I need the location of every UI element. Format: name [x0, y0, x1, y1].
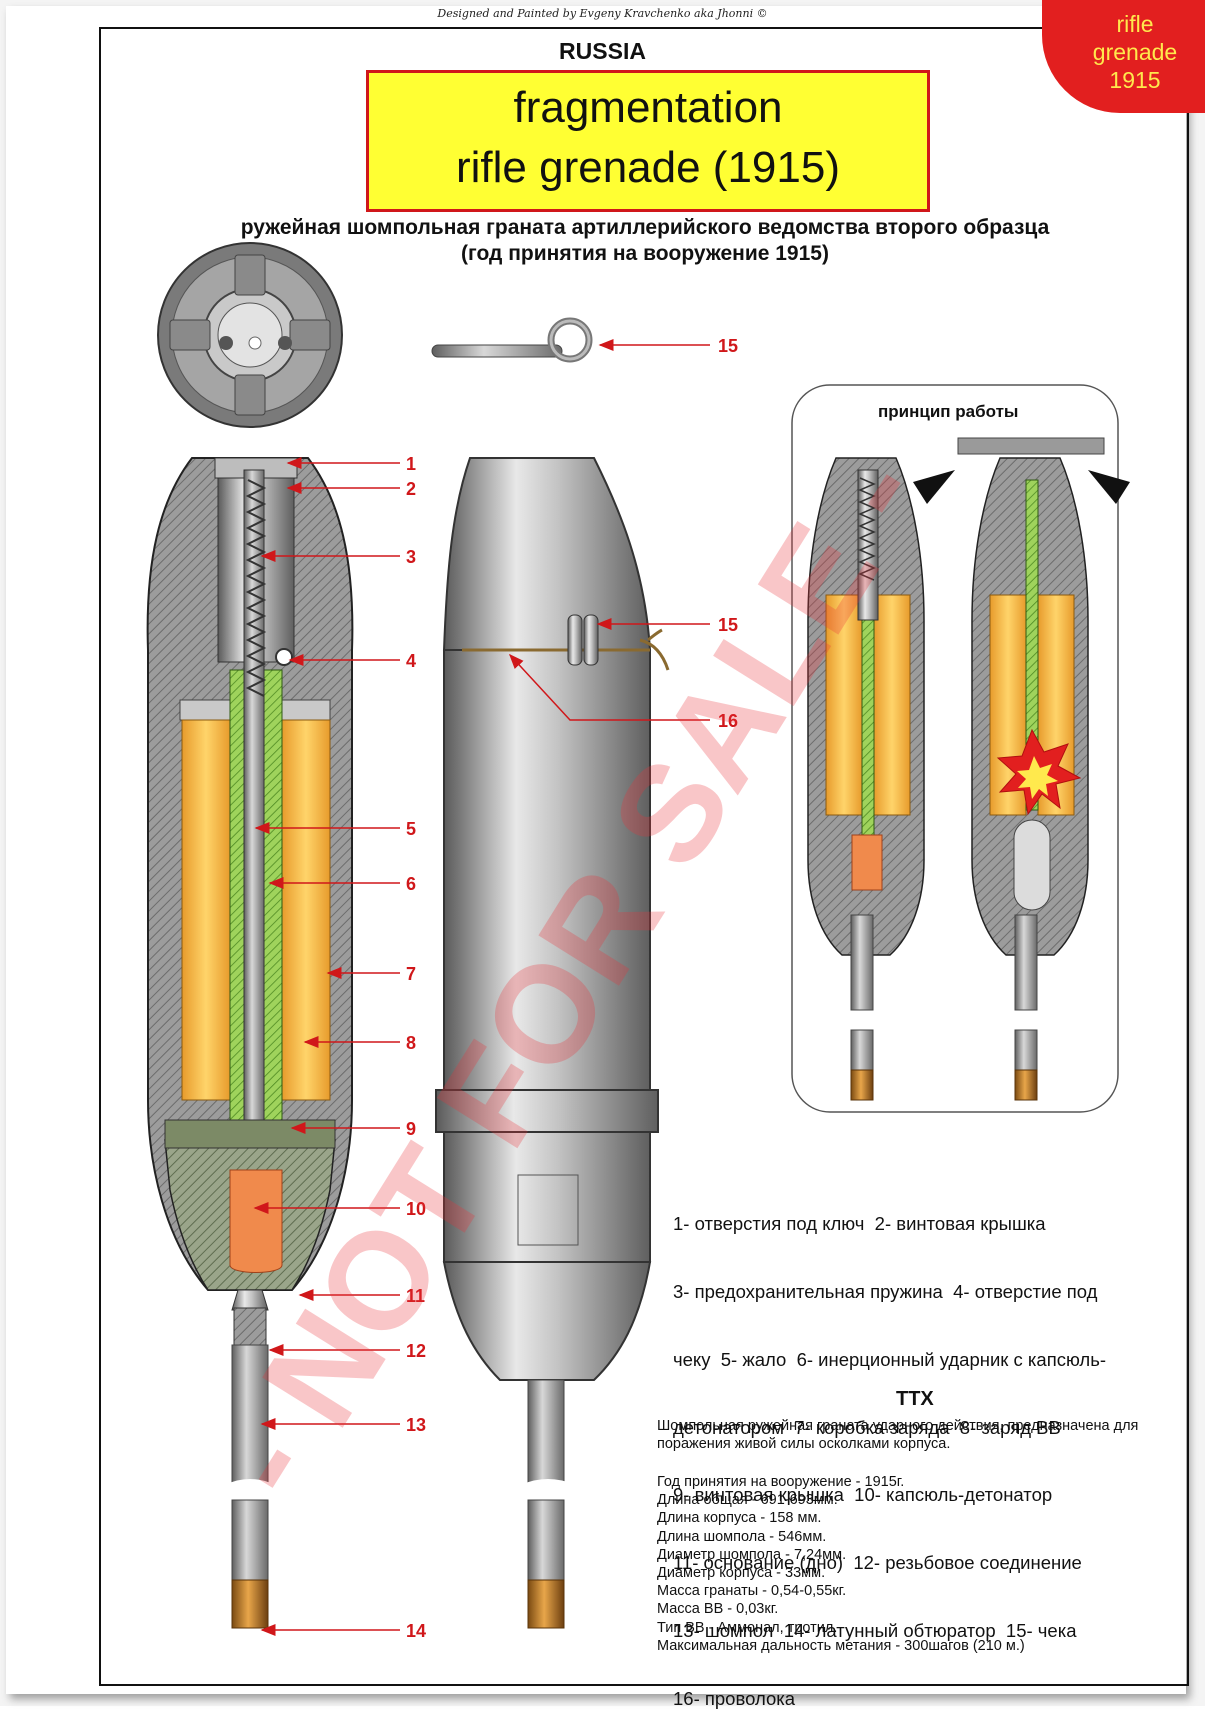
spec-item: Максимальная дальность метания - 300шаго…: [657, 1637, 1025, 1654]
callout-5: 5: [406, 819, 416, 839]
corner-badge: [1042, 0, 1205, 113]
legend-line: 3- предохранительная пружина 4- отверсти…: [673, 1280, 1098, 1302]
legend-line: детонатором 7- коробка заряда 8- заряд В…: [673, 1416, 1061, 1438]
callout-6: 6: [406, 874, 416, 894]
legend-line: 13- шомпол 14- латунный обтюратор 15- че…: [673, 1619, 1077, 1641]
callout-4: 4: [406, 651, 416, 671]
spec-item: Год принятия на вооружение - 1915г.: [657, 1474, 905, 1490]
spec-item: Тип ВВ - Аммонал, тротил.: [657, 1619, 838, 1636]
cutaway-grenade: [146, 457, 354, 1629]
principle-title: принцип работы: [878, 402, 1019, 421]
callout-13: 13: [406, 1415, 426, 1435]
callout-1: 1: [406, 454, 416, 474]
legend-line: 9- винтовая крышка 10- капсюль-детонатор: [673, 1484, 1053, 1506]
corner-badge-text: rifle grenade 1915: [1060, 10, 1205, 94]
spec-item: Масса ВВ - 0,03кг.: [657, 1601, 779, 1618]
callout-2: 2: [406, 479, 416, 499]
legend-line: 1- отверстия под ключ 2- винтовая крышка: [673, 1213, 1046, 1235]
callout-15-side: 15: [718, 615, 738, 635]
parts-legend: 1- отверстия под ключ 2- винтовая крышка…: [673, 1168, 1106, 1733]
spec-item: Диаметр корпуса - 33мм.: [657, 1565, 826, 1582]
principle-panel: [791, 384, 1130, 1113]
russian-subtitle: ружейная шомпольная граната артиллерийск…: [0, 215, 1205, 267]
title-line1: fragmentation: [513, 83, 783, 132]
corner-badge-line2: grenade: [1092, 39, 1178, 65]
specs-intro: Шомпольная ружейная граната ударного дей…: [657, 1418, 1139, 1452]
page-title: fragmentation rifle grenade (1915): [366, 78, 930, 198]
legend-line: чеку 5- жало 6- инерционный ударник с ка…: [673, 1348, 1107, 1370]
safety-pin: [431, 317, 593, 363]
title-line2: rifle grenade (1915): [455, 143, 840, 192]
legend-line: 11- основание (дно) 12- резьбовое соедин…: [673, 1552, 1082, 1574]
spec-item: Масса гранаты - 0,54-0,55кг.: [657, 1583, 847, 1600]
callout-8: 8: [406, 1033, 416, 1053]
specs-list: Год принятия на вооружение - 1915г. Длин…: [657, 1473, 1025, 1655]
callout-15-pin: 15: [718, 336, 738, 356]
callout-14: 14: [406, 1621, 426, 1641]
specs-title: ТТХ: [896, 1388, 934, 1410]
callout-numbers: 1 2 3 4 5 6 7 8 9 10 11 12 13 14 15 15 1…: [406, 336, 738, 1641]
legend-line: 16- проволока: [673, 1687, 796, 1709]
author-credit: Designed and Painted by Evgeny Kravchenk…: [437, 7, 768, 20]
principle-state-impact: [971, 457, 1089, 1101]
spec-item: Диаметр шомпола - 7,24мм.: [657, 1546, 847, 1563]
title-box: [366, 70, 930, 212]
callout-leaders: [253, 339, 710, 1636]
callout-12: 12: [406, 1341, 426, 1361]
country-label: RUSSIA: [559, 38, 646, 64]
callout-16: 16: [718, 711, 738, 731]
subtitle-line2: (год принятия на вооружение 1915): [461, 242, 829, 265]
spec-item: Длина шомпола - 546мм.: [657, 1528, 827, 1545]
callout-3: 3: [406, 547, 416, 567]
top-view: [157, 242, 343, 428]
subtitle-line1: ружейная шомпольная граната артиллерийск…: [240, 216, 1050, 239]
spec-item: Длина общая - 691-693мм.: [657, 1492, 838, 1509]
corner-badge-line3: 1915: [1109, 67, 1161, 93]
callout-7: 7: [406, 964, 416, 984]
callout-9: 9: [406, 1119, 416, 1139]
corner-badge-line1: rifle: [1116, 11, 1154, 37]
poster-frame: [99, 27, 1189, 1686]
callout-11: 11: [406, 1286, 425, 1306]
callout-10: 10: [406, 1199, 426, 1219]
external-grenade: [435, 457, 670, 1629]
spec-item: Длина корпуса - 158 мм.: [657, 1510, 822, 1527]
principle-state-before: [807, 457, 925, 1101]
